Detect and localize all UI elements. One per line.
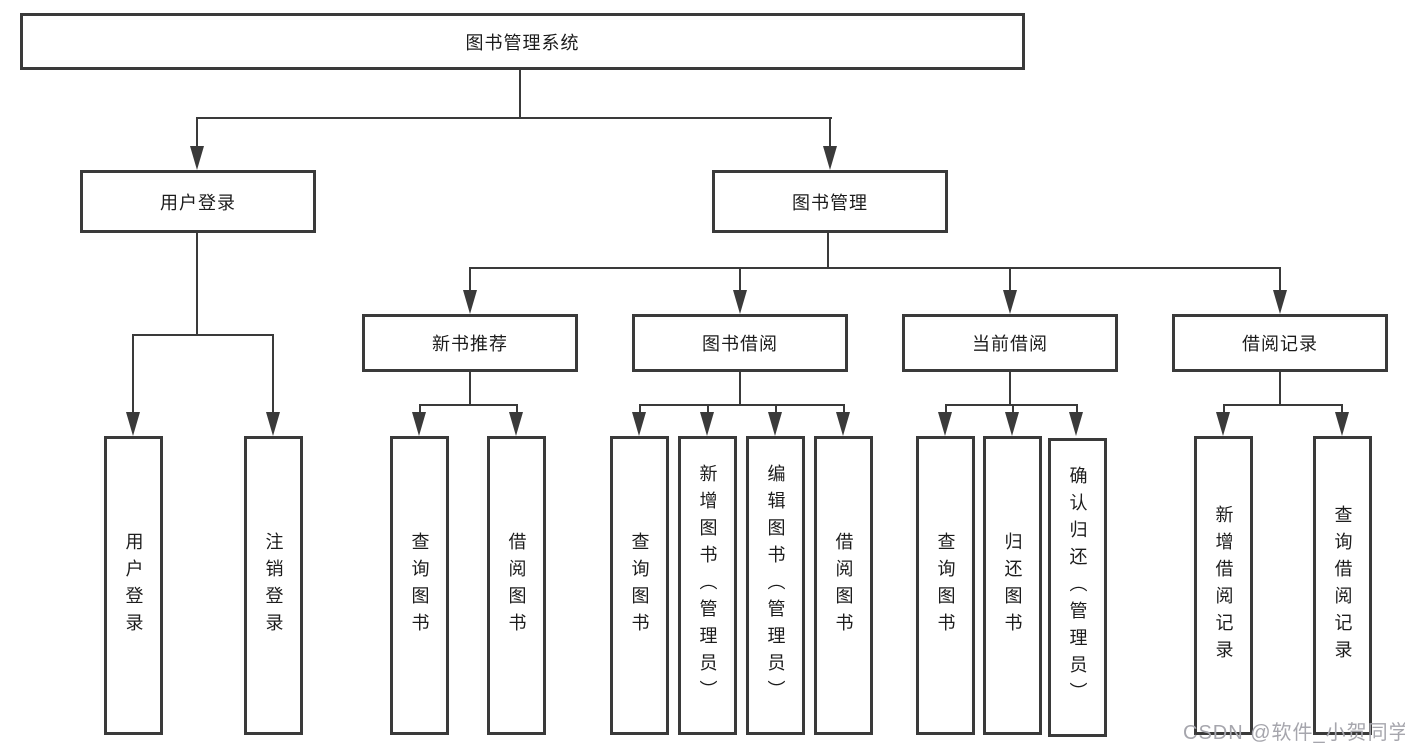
arrow-down-icon [126,412,140,436]
node-label: 查询借阅记录 [1332,504,1353,667]
node-label: 用户登录 [160,192,236,213]
node-new-book-recommend: 新书推荐 [362,314,578,372]
node-book-borrow: 图书借阅 [632,314,848,372]
node-label: 当前借阅 [972,334,1048,354]
connector-line [516,404,518,414]
arrow-down-icon [938,412,952,436]
node-label: 用户登录 [123,531,144,640]
connector-line [739,267,741,292]
node-label: 确认归还（管理员） [1067,466,1088,709]
leaf-edit-books-admin: 编辑图书（管理员） [746,436,805,735]
leaf-add-books-admin: 新增图书（管理员） [678,436,737,735]
connector-line [1223,404,1343,406]
node-label: 归还图书 [1002,531,1023,640]
node-label: 编辑图书（管理员） [765,464,786,707]
connector-line [1076,404,1078,414]
node-label: 图书借阅 [702,334,778,354]
connector-line [469,267,1281,269]
arrow-down-icon [836,412,850,436]
arrow-down-icon [1335,412,1349,436]
leaf-query-books-recommend: 查询图书 [390,436,449,735]
connector-line [739,372,741,405]
arrow-down-icon [1216,412,1230,436]
node-label: 借阅记录 [1242,334,1318,354]
leaf-borrow-books: 借阅图书 [814,436,873,735]
leaf-add-borrow-record: 新增借阅记录 [1194,436,1253,735]
connector-line [639,404,641,414]
connector-line [132,334,134,414]
leaf-query-borrow-record: 查询借阅记录 [1313,436,1372,735]
arrow-down-icon [632,412,646,436]
arrow-down-icon [733,290,747,314]
node-label: 查询图书 [935,531,956,640]
leaf-borrow-books-recommend: 借阅图书 [487,436,546,735]
connector-line [1009,372,1011,405]
connector-line [945,404,947,414]
leaf-return-books: 归还图书 [983,436,1042,735]
connector-line [707,404,709,414]
connector-line [1279,267,1281,292]
csdn-watermark: CSDN @软件_小贺同学 [1183,722,1405,744]
leaf-query-books-borrow: 查询图书 [610,436,669,735]
arrow-down-icon [412,412,426,436]
node-label: 新书推荐 [432,334,508,354]
arrow-down-icon [700,412,714,436]
connector-line [1279,372,1281,405]
connector-line [469,267,471,292]
node-label: 新增借阅记录 [1213,504,1234,667]
node-library-system: 图书管理系统 [20,13,1025,70]
arrow-down-icon [1005,412,1019,436]
node-label: 查询图书 [409,531,430,640]
connector-line [196,117,198,150]
node-book-management: 图书管理 [712,170,948,233]
connector-line [775,404,777,414]
connector-line [196,233,198,335]
node-label: 查询图书 [629,531,650,640]
arrow-down-icon [1003,290,1017,314]
connector-line [1341,404,1343,414]
connector-line [1223,404,1225,414]
arrow-down-icon [1069,412,1083,436]
connector-line [419,404,421,414]
arrow-down-icon [768,412,782,436]
connector-line [1009,267,1011,292]
arrow-down-icon [509,412,523,436]
connector-line [196,117,832,119]
node-borrow-record: 借阅记录 [1172,314,1388,372]
node-label: 借阅图书 [506,531,527,640]
connector-line [272,334,274,414]
node-label: 图书管理系统 [465,32,580,53]
connector-line [519,70,521,118]
leaf-logout: 注销登录 [244,436,303,735]
node-label: 新增图书（管理员） [697,464,718,707]
arrow-down-icon [823,146,837,170]
connector-line [827,233,829,268]
connector-line [419,404,517,406]
arrow-down-icon [190,146,204,170]
leaf-query-books-current: 查询图书 [916,436,975,735]
leaf-confirm-return-admin: 确认归还（管理员） [1048,438,1107,737]
node-label: 借阅图书 [833,531,854,640]
connector-line [132,334,274,336]
arrow-down-icon [463,290,477,314]
node-label: 注销登录 [263,531,284,640]
leaf-user-login: 用户登录 [104,436,163,735]
connector-line [639,404,845,406]
arrow-down-icon [1273,290,1287,314]
connector-line [829,117,831,150]
connector-line [469,372,471,405]
node-user-login: 用户登录 [80,170,316,233]
node-label: 图书管理 [792,192,868,213]
arrow-down-icon [266,412,280,436]
connector-line [945,404,1078,406]
node-current-borrow: 当前借阅 [902,314,1118,372]
connector-line [1012,404,1014,414]
connector-line [843,404,845,414]
